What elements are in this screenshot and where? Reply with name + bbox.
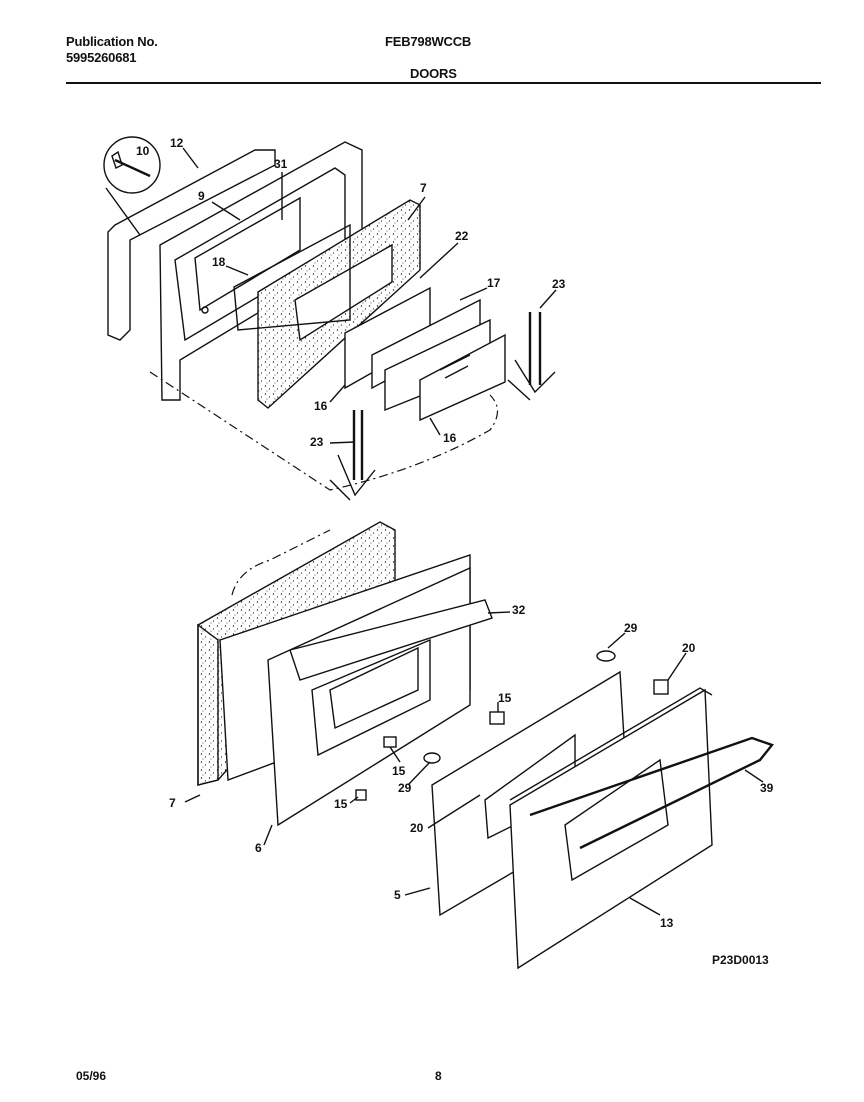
insulation-panel (289, 599, 493, 681)
window-glass-assembly (344, 286, 506, 422)
publication-label: Publication No. (66, 34, 158, 49)
hinge-left (329, 410, 376, 501)
footer-page-number: 8 (435, 1069, 442, 1083)
callout-32: 32 (512, 603, 526, 617)
callout-16-left: 16 (314, 399, 328, 413)
assembly-line-lower (231, 529, 331, 596)
handle-cap-29b (423, 752, 441, 764)
callout-7-lower: 7 (169, 796, 176, 810)
assembly-line-upper (149, 371, 499, 491)
callout-23-right: 23 (552, 277, 566, 291)
callout-39: 39 (760, 781, 774, 795)
model-number: FEB798WCCB (385, 34, 472, 49)
callout-20-upper: 20 (682, 641, 696, 655)
callout-13: 13 (660, 916, 674, 930)
callout-20-lower: 20 (410, 821, 424, 835)
callout-leaders (182, 147, 764, 916)
header-rule (66, 82, 821, 84)
callout-10: 10 (136, 144, 150, 158)
callout-29-upper: 29 (624, 621, 638, 635)
handle-cap-29a (596, 650, 616, 662)
callout-15-middle: 15 (392, 764, 406, 778)
screw-detail (103, 136, 161, 236)
section-title: DOORS (410, 66, 457, 81)
upper-door-frame (107, 141, 363, 401)
hinge-right (507, 312, 556, 401)
callout-15-lower: 15 (334, 797, 348, 811)
callout-12: 12 (170, 136, 184, 150)
door-handle (529, 736, 774, 850)
callout-16-right: 16 (443, 431, 457, 445)
callout-31: 31 (274, 157, 288, 171)
callout-6: 6 (255, 841, 262, 855)
callout-22: 22 (455, 229, 469, 243)
gasket-18 (233, 223, 351, 331)
footer-date: 05/96 (76, 1069, 107, 1083)
publication-number: 5995260681 (66, 50, 137, 65)
bracket-15c (355, 789, 367, 801)
callout-5: 5 (394, 888, 401, 902)
callout-23-left: 23 (310, 435, 324, 449)
callout-29-lower: 29 (398, 781, 412, 795)
callout-15-right: 15 (498, 691, 512, 705)
callout-18: 18 (212, 255, 226, 269)
diagram-reference-code: P23D0013 (712, 953, 769, 967)
callout-17: 17 (487, 276, 501, 290)
upper-window-opening (294, 243, 393, 342)
callout-9: 9 (198, 189, 205, 203)
bracket-15a (489, 711, 505, 725)
handle-spacer-20a (653, 679, 669, 695)
callout-7-upper: 7 (420, 181, 427, 195)
